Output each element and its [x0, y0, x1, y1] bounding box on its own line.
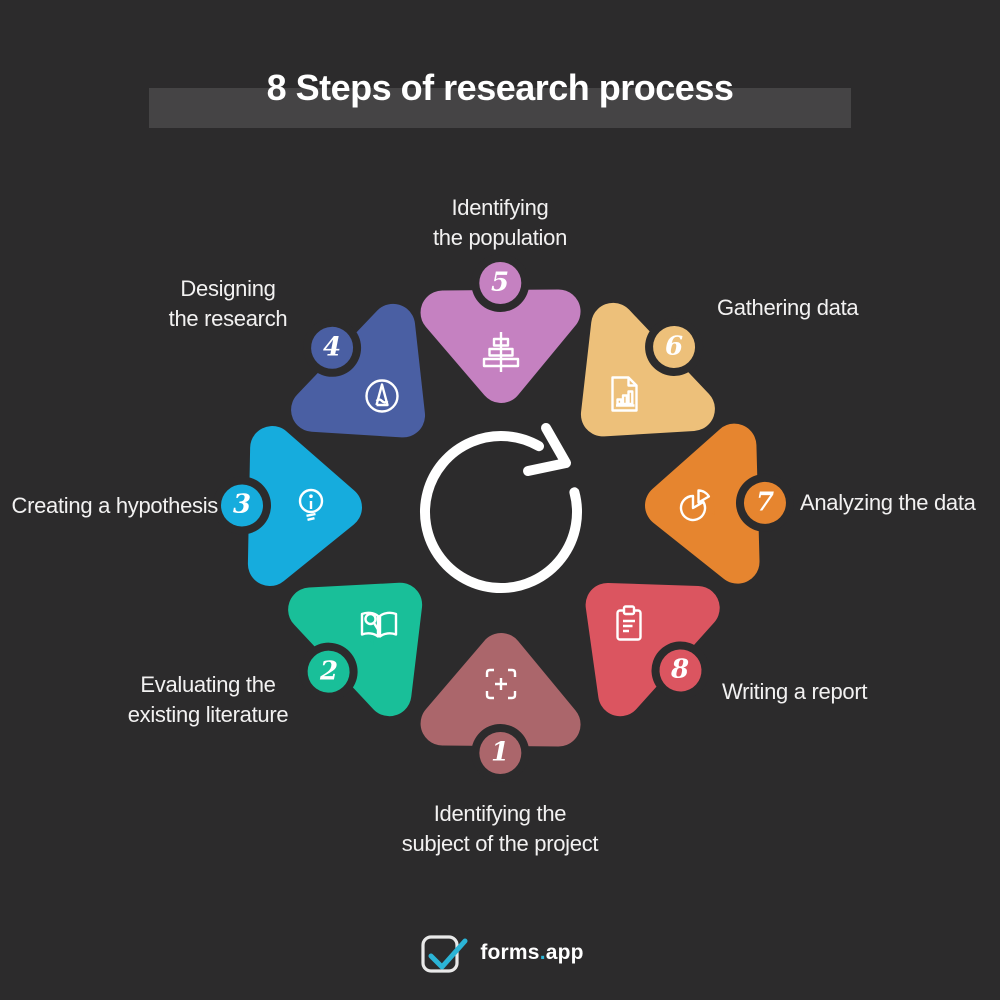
- step-5-petal: [420, 253, 581, 403]
- step-6-petal: [580, 302, 715, 437]
- badge-circle: [310, 326, 353, 369]
- step-2-label: Evaluating the existing literature: [127, 672, 289, 727]
- badge-circle: [478, 261, 521, 304]
- pie-chart-icon: [679, 489, 711, 522]
- badge-circle: [743, 481, 786, 524]
- badge-circle: [307, 650, 350, 693]
- step-number-badge: 6: [664, 331, 684, 362]
- step-1-label: Identifying the subject of the project: [401, 801, 599, 856]
- lightbulb-idea-icon: [298, 489, 324, 522]
- focus-target-icon: [485, 668, 516, 700]
- step-number-badge: 2: [319, 656, 339, 687]
- clipboard-icon: [615, 605, 642, 641]
- step-6-label: Gathering data: [717, 295, 859, 320]
- step-7-label: Analyzing the data: [800, 490, 976, 515]
- step-number-badge: 8: [670, 654, 690, 685]
- step-8-label: Writing a report: [722, 679, 868, 704]
- badge-circle: [220, 483, 263, 526]
- pencil-circle-icon: [365, 378, 399, 413]
- book-magnifier-icon: [361, 611, 398, 638]
- brand-text: forms.app: [480, 941, 583, 965]
- step-3-petal: [212, 425, 362, 586]
- brand-tld: app: [545, 940, 584, 964]
- step-number-badge: 3: [232, 489, 252, 520]
- step-number-badge: 7: [755, 487, 775, 518]
- brand-name: forms: [480, 940, 540, 964]
- step-5-label: Identifying the population: [432, 195, 568, 250]
- title-band: [149, 88, 851, 128]
- forms-app-logo-mark: [421, 934, 468, 973]
- step-2-petal: [288, 583, 423, 717]
- step-4-label: Designing the research: [168, 276, 288, 331]
- checkmark-icon: [428, 938, 468, 969]
- badge-circle: [658, 648, 701, 691]
- badge-circle: [652, 325, 695, 368]
- population-pyramid-icon: [482, 331, 519, 372]
- step-number-badge: 5: [490, 267, 510, 298]
- logo-square-icon: [421, 934, 459, 973]
- step-3-label: Creating a hypothesis: [11, 493, 219, 518]
- step-number-badge: 1: [490, 737, 510, 768]
- page-title: 8 Steps of research process: [266, 67, 734, 108]
- brand-dot: .: [539, 940, 546, 964]
- document-chart-icon: [611, 376, 638, 413]
- petal-shape: [580, 302, 715, 437]
- forms-app-logo: forms.app: [0, 925, 1000, 980]
- badge-circle: [478, 731, 521, 774]
- step-number-badge: 4: [322, 332, 342, 363]
